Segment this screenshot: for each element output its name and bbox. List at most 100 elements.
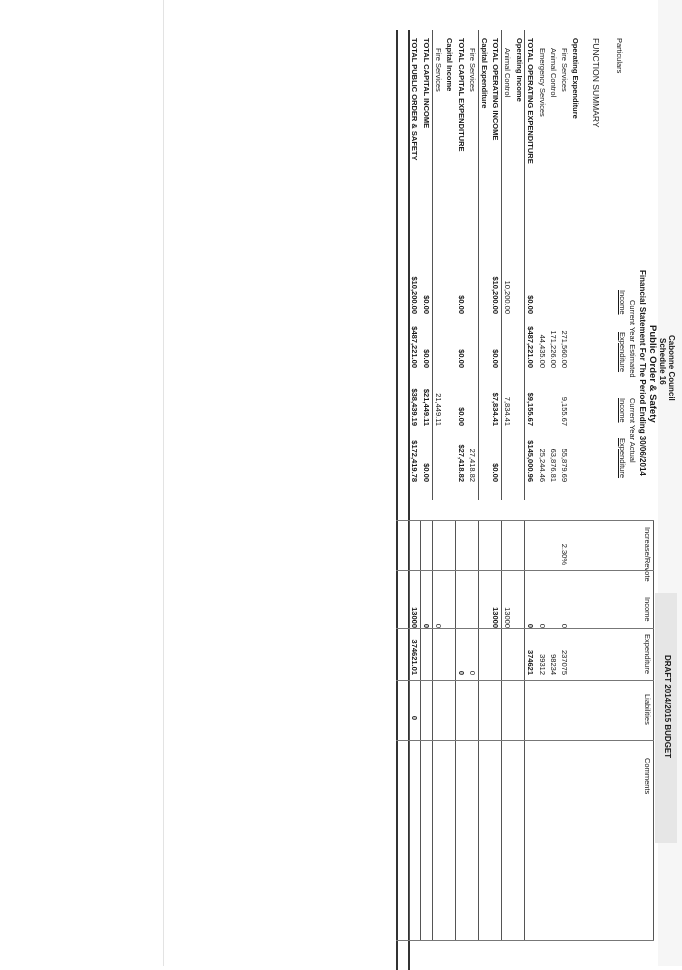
cell-act-exp: 25,244.46 [538,448,547,482]
cell-liab: 0 [410,715,419,720]
cell-est-inc: $0.00 [526,295,535,314]
row-label: Fire Services [468,48,477,92]
col-est-income: Income [618,290,627,315]
cell-b-inc: 0 [526,623,535,628]
budget-right-border [396,940,654,941]
cell-est-inc: $10,200.00 [491,276,500,314]
cell-est-inc: $0.00 [457,295,466,314]
cell-est-exp: $0.00 [457,349,466,368]
row-label: Capital Expenditure [480,38,489,109]
budget-header-rule [653,520,654,940]
council-name: Cabonne Council [667,335,676,401]
cell-b-exp: 0 [457,670,466,675]
row-label: Capital Income [445,38,454,92]
document-title: Public Order & Safety [647,325,658,423]
cell-est-exp: 271,560.00 [560,330,569,368]
col-comments: Comments [643,758,652,795]
budget-col-divider [396,520,654,521]
row-label: Operating Income [515,38,524,102]
col-act-expenditure: Expenditure [618,438,627,479]
rule-total-capex [478,30,479,500]
budget-col-divider [396,628,654,629]
cell-act-inc: 21,449.11 [434,393,443,426]
budget-col-divider [396,680,654,681]
cell-b-exp: 98234 [549,654,558,675]
rule-total-opinc [501,30,502,500]
col-est-group: Current Year Estimated [628,300,637,378]
budget-row-rule [455,520,456,940]
row-label: Operating Expenditure [571,38,580,119]
cell-act-inc: $7,834.41 [491,392,500,426]
row-label: Animal Control [549,48,558,98]
rule-total-capinc [432,30,433,500]
cell-act-exp: 27,418.82 [468,448,477,482]
cell-incr: 2.30% [560,543,569,565]
cell-b-inc: 13000 [503,607,512,628]
cell-est-inc: $0.00 [422,295,431,314]
cell-b-inc: 0 [538,623,547,628]
row-label: TOTAL CAPITAL EXPENDITURE [457,38,466,152]
row-label: Animal Control [503,48,512,98]
document-subtitle: Financial Statement For The Period Endin… [638,270,647,476]
row-label: FUNCTION SUMMARY [591,38,601,128]
cell-b-inc: 13000 [491,607,500,628]
cell-b-inc: 0 [434,623,443,628]
budget-row-rule [524,520,525,940]
draft-budget-title: DRAFT 2014/2015 BUDGET [663,655,672,759]
budget-row-rule [501,520,502,940]
rule-grand-total-bottom [396,30,398,970]
cell-est-exp: 44,435.00 [538,334,547,368]
cell-est-exp: $487,221.00 [410,326,419,368]
row-label: TOTAL PUBLIC ORDER & SAFETY [410,38,419,161]
cell-b-exp: 237075 [560,649,569,675]
row-label: Fire Services [434,48,443,92]
cell-act-exp: $172,419.78 [410,440,419,482]
cell-b-inc: 13000 [410,607,419,628]
budget-row-rule [420,520,421,940]
rule-total-opex [524,30,525,500]
scan-edge [163,0,164,966]
cell-act-inc: $21,449.11 [422,388,431,426]
cell-act-inc: $38,439.19 [410,388,419,426]
budget-row-rule [432,520,433,940]
cell-est-inc: 10,200.00 [503,280,512,314]
cell-b-exp: 0 [468,670,477,675]
row-label: Emergency Services [538,48,547,117]
row-label: TOTAL OPERATING EXPENDITURE [526,38,535,164]
cell-est-exp: $487,221.00 [526,326,535,368]
cell-est-exp: $0.00 [422,349,431,368]
col-act-group: Current Year Actual [628,398,637,463]
schedule-number: Schedule 16 [658,338,667,385]
col-liabilities: Liabilities [643,694,652,725]
row-label: Fire Services [560,48,569,92]
cell-est-exp: 171,226.00 [549,330,558,368]
cell-est-inc: $10,200.00 [410,276,419,314]
row-label: TOTAL CAPITAL INCOME [422,38,431,129]
col-particulars: Particulars [615,38,624,74]
budget-row-rule [409,520,410,940]
budget-col-divider [396,740,654,741]
cell-act-inc: $9,155.67 [526,392,535,426]
cell-act-exp: $0.00 [491,463,500,482]
row-label: TOTAL OPERATING INCOME [491,38,500,141]
col-increase-revote: Increase/Revote [643,527,652,582]
cell-b-exp: 39312 [538,654,547,675]
cell-act-exp: $27,418.82 [457,444,466,482]
cell-act-inc: 7,834.41 [503,396,512,426]
budget-col-divider [396,570,654,571]
cell-act-exp: $145,000.96 [526,440,535,482]
col-budget-income: Income [643,597,652,622]
cell-act-exp: 55,879.69 [560,448,569,482]
cell-b-inc: 0 [560,623,569,628]
cell-est-exp: $0.00 [491,349,500,368]
cell-b-exp: 374621 [526,649,535,675]
col-act-income: Income [618,398,627,423]
cell-b-inc: 0 [422,623,431,628]
cell-act-exp: $0.00 [422,463,431,482]
cell-act-exp: 63,876.81 [549,448,558,482]
col-budget-expenditure: Expenditure [643,634,652,675]
budget-row-rule [478,520,479,940]
col-est-expenditure: Expenditure [618,332,627,373]
cell-act-inc: $0.00 [457,407,466,426]
